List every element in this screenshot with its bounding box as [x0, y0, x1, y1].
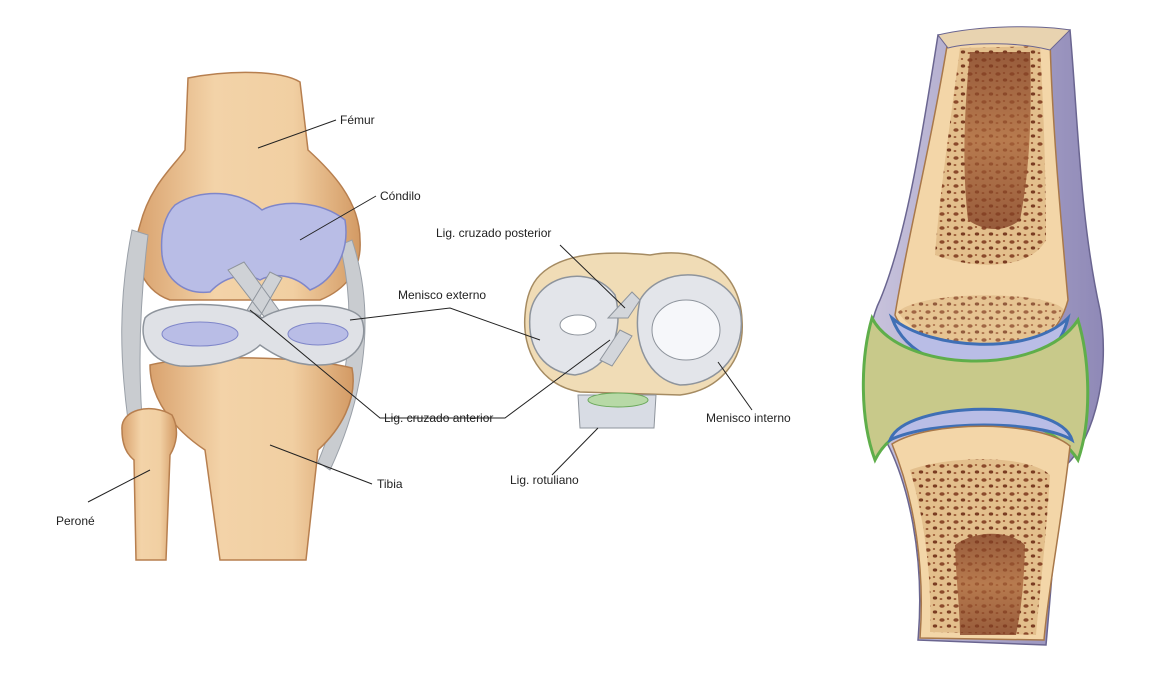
label-lig-cruzado-posterior: Lig. cruzado posterior — [436, 226, 551, 240]
joint-section-drawing — [863, 27, 1103, 645]
label-tibia: Tibia — [377, 477, 403, 491]
leader-lig-rotuliano — [552, 428, 598, 475]
tibial-plateau-drawing — [525, 253, 743, 428]
lateral-tibial-plateau — [162, 322, 238, 346]
label-perone: Peroné — [56, 514, 95, 528]
label-lig-cruzado-anterior: Lig. cruzado anterior — [384, 411, 493, 425]
lateral-meniscus-center — [560, 315, 596, 335]
label-femur: Fémur — [340, 113, 375, 127]
fibula-bone — [122, 409, 177, 560]
label-condilo: Cóndilo — [380, 189, 421, 203]
leader-menisco-interno — [718, 362, 752, 410]
label-menisco-externo: Menisco externo — [398, 288, 486, 302]
medial-meniscus-center — [652, 300, 720, 360]
leader-menisco-externo — [350, 308, 540, 340]
label-menisco-interno: Menisco interno — [706, 411, 791, 425]
upper-medullary-cavity — [964, 52, 1030, 229]
lower-medullary-cavity — [955, 534, 1025, 635]
patellar-ligament-green — [588, 393, 648, 407]
anterior-knee-drawing — [122, 72, 365, 560]
label-lig-rotuliano: Lig. rotuliano — [510, 473, 579, 487]
medial-tibial-plateau — [288, 323, 348, 345]
